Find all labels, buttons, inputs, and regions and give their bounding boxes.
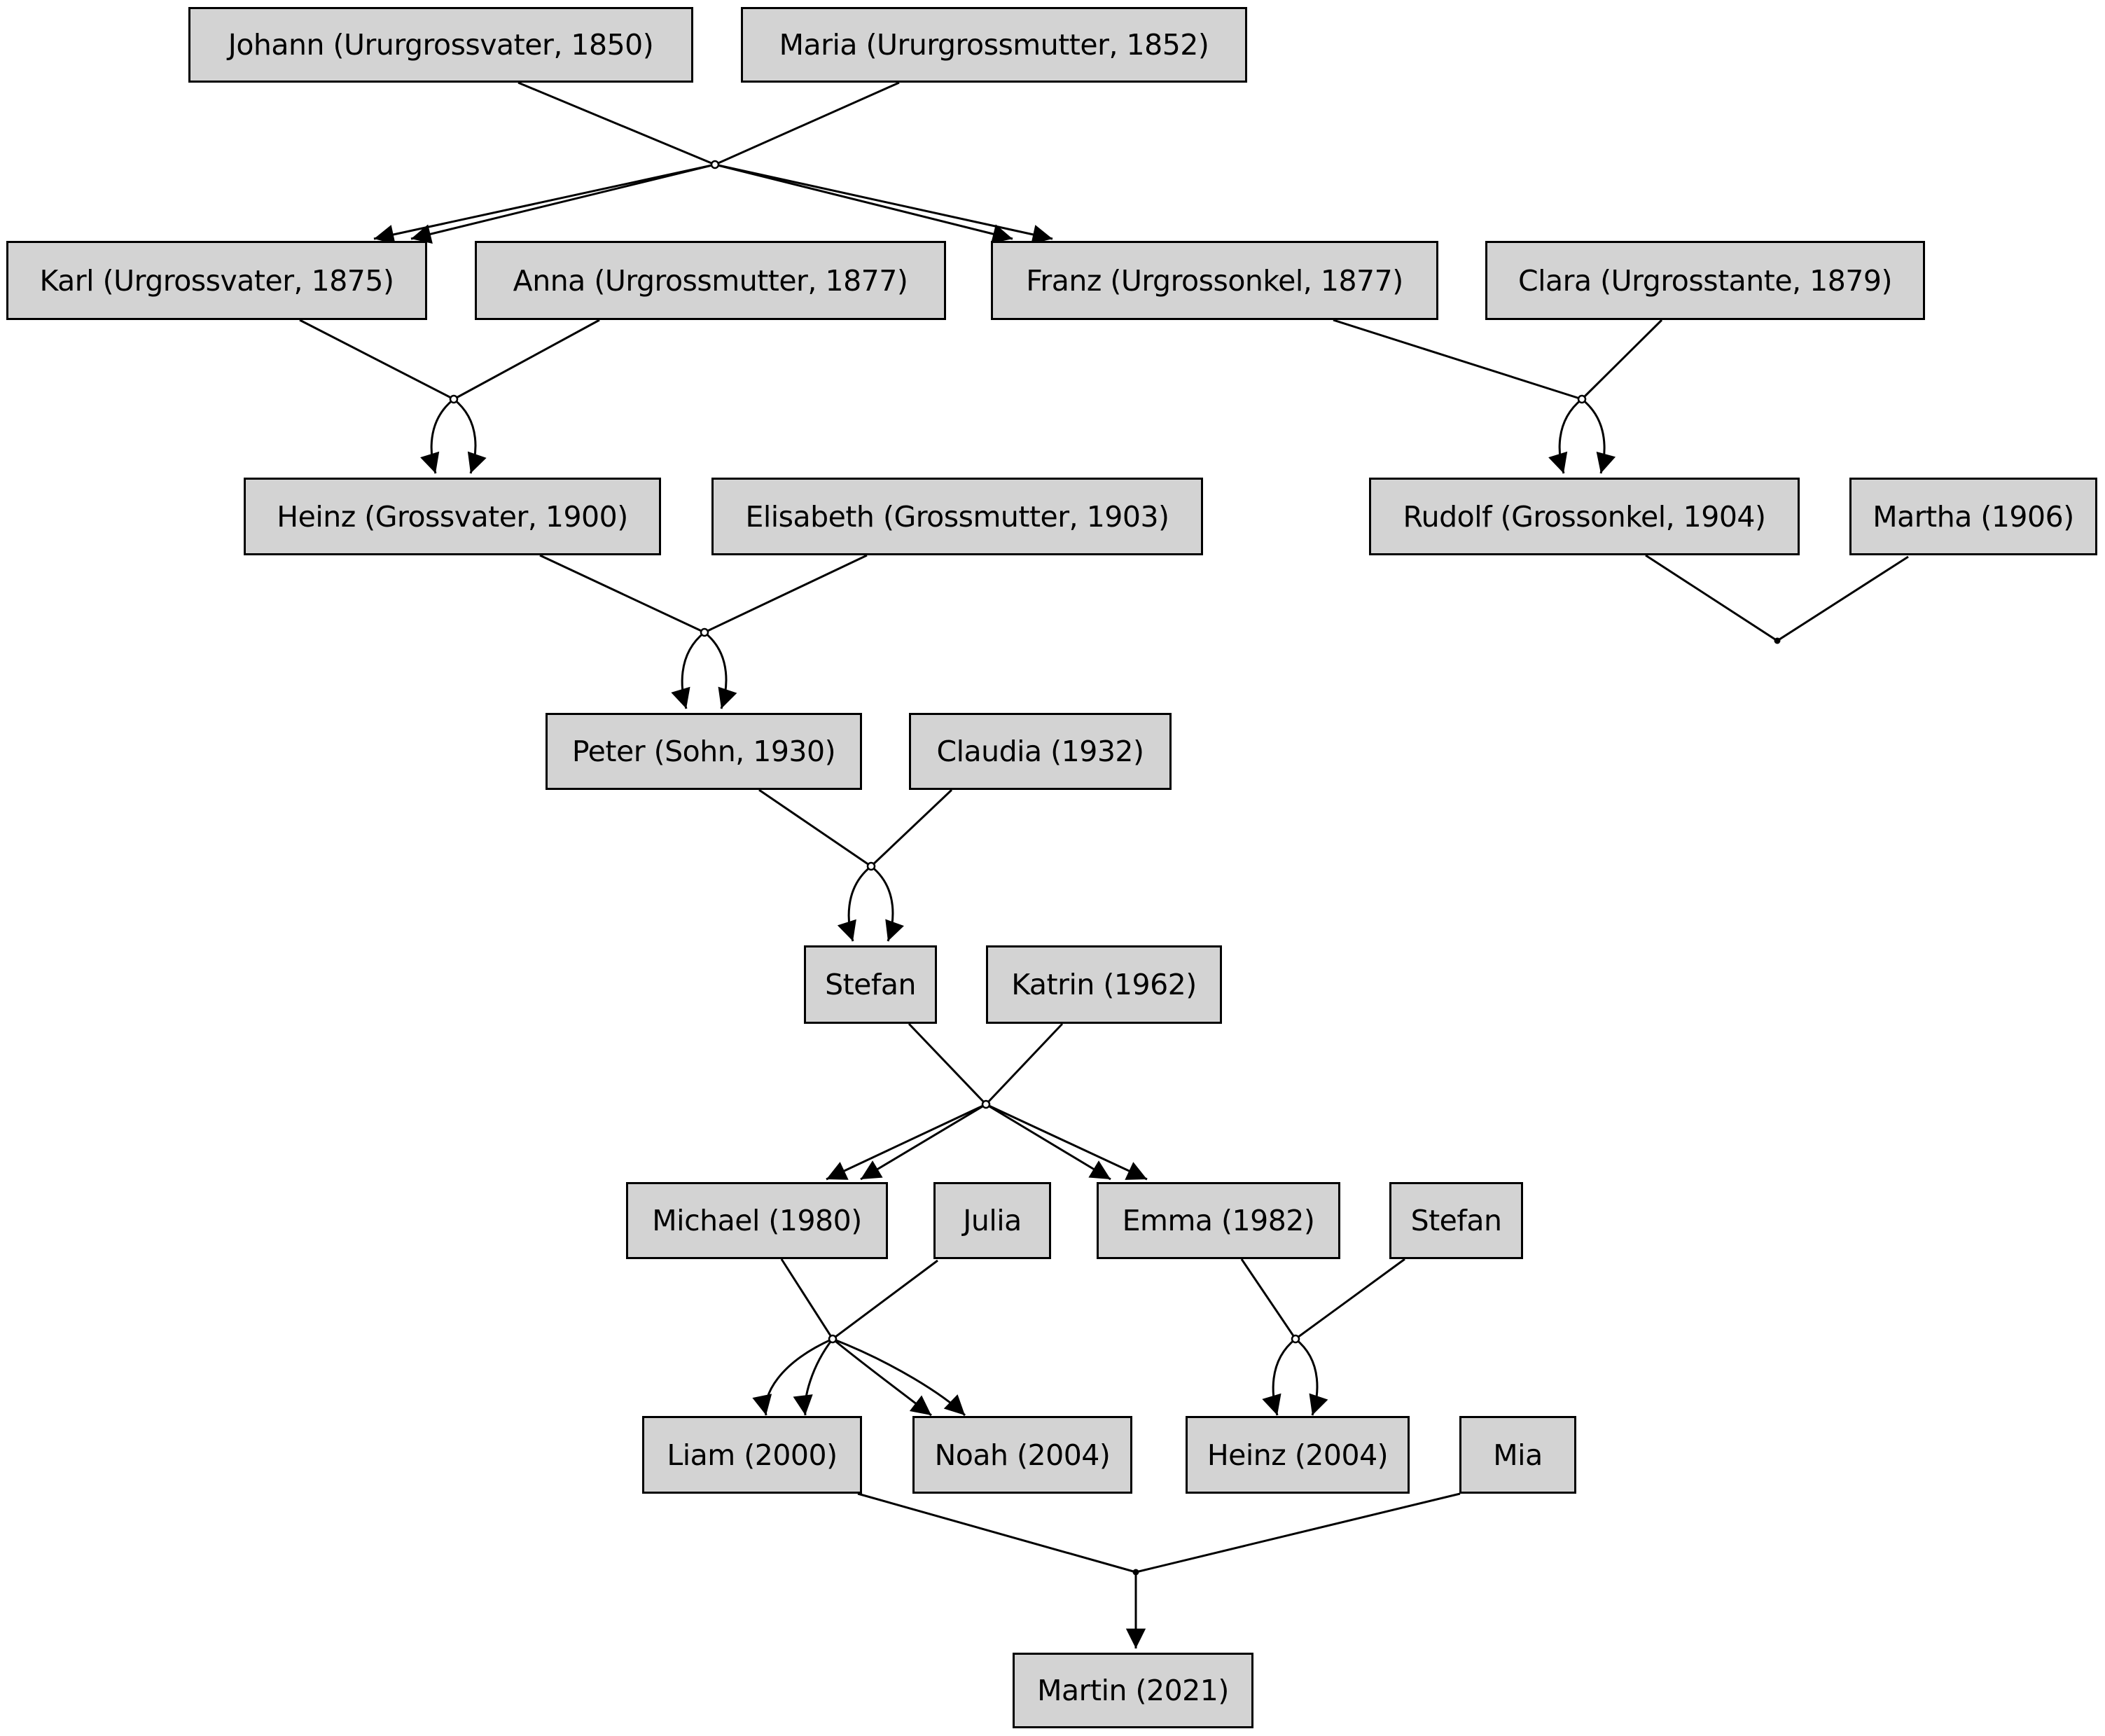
junction-rudolf-martha <box>1774 637 1781 644</box>
node-clara: Clara (Urgrosstante, 1879) <box>1485 241 1925 320</box>
node-heinz-2004: Heinz (2004) <box>1186 1416 1410 1494</box>
node-peter: Peter (Sohn, 1930) <box>546 713 862 790</box>
edge-family-stefan-katrin <box>826 1022 1148 1181</box>
junction-stefan-katrin <box>981 1099 991 1109</box>
edge-family-peter-claudia <box>758 789 953 942</box>
node-maria: Maria (Ururgrossmutter, 1852) <box>741 7 1247 83</box>
node-anna: Anna (Urgrossmutter, 1877) <box>475 241 946 320</box>
node-liam: Liam (2000) <box>642 1416 862 1494</box>
junction-liam-mia <box>1132 1569 1139 1576</box>
edge-family-karl-anna <box>299 319 600 474</box>
junction-peter-claudia <box>866 861 876 871</box>
node-julia: Julia <box>933 1182 1051 1259</box>
edge-family-johann-maria <box>373 81 1053 244</box>
node-franz: Franz (Urgrossonkel, 1877) <box>991 241 1438 320</box>
edge-family-emma-stefan <box>1240 1258 1405 1416</box>
node-emma: Emma (1982) <box>1097 1182 1340 1259</box>
junction-karl-anna <box>449 394 459 404</box>
node-rudolf: Rudolf (Grossonkel, 1904) <box>1369 478 1800 555</box>
node-karl: Karl (Urgrossvater, 1875) <box>6 241 427 320</box>
edge-family-heinz-elisabeth <box>539 554 868 709</box>
edge-family-liam-mia <box>857 1492 1461 1648</box>
junction-heinz-elisabeth <box>700 627 709 637</box>
node-elisabeth: Elisabeth (Grossmutter, 1903) <box>711 478 1203 555</box>
node-martin: Martin (2021) <box>1013 1653 1253 1728</box>
junction-franz-clara <box>1577 394 1587 404</box>
node-stefan-2: Stefan <box>1389 1182 1523 1259</box>
node-johann: Johann (Ururgrossvater, 1850) <box>188 7 693 83</box>
junction-johann-maria <box>710 160 720 169</box>
node-michael: Michael (1980) <box>626 1182 888 1259</box>
junction-emma-stefan <box>1291 1334 1300 1344</box>
junction-michael-julia <box>828 1334 838 1344</box>
node-noah: Noah (2004) <box>912 1416 1132 1494</box>
node-heinz: Heinz (Grossvater, 1900) <box>244 478 661 555</box>
node-mia: Mia <box>1459 1416 1576 1494</box>
edge-family-franz-clara <box>1333 319 1663 474</box>
node-martha: Martha (1906) <box>1849 478 2097 555</box>
node-stefan: Stefan <box>804 945 937 1024</box>
edge-family-rudolf-martha <box>1645 554 1909 644</box>
node-katrin: Katrin (1962) <box>986 945 1222 1024</box>
edge-family-michael-julia <box>752 1258 966 1417</box>
node-claudia: Claudia (1932) <box>909 713 1172 790</box>
